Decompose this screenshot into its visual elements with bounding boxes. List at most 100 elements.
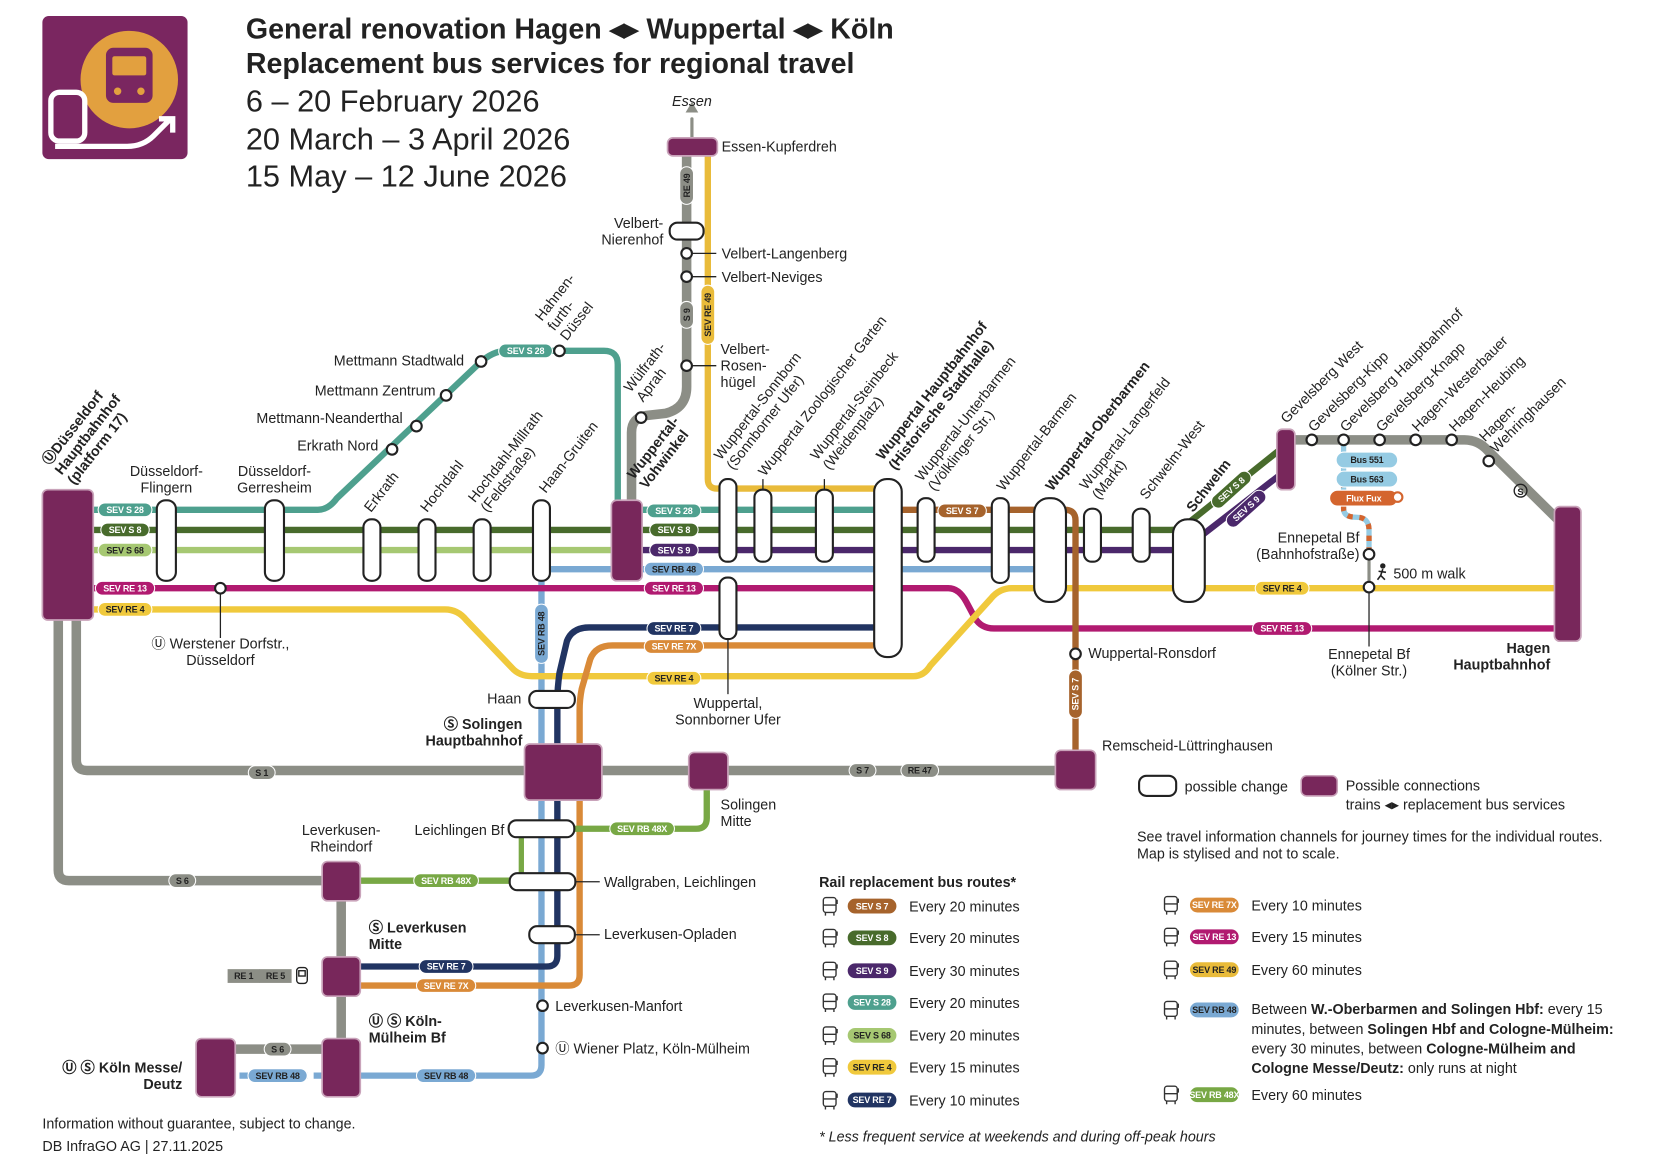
station-schwelm[interactable] (1171, 518, 1206, 604)
s6-line (53, 615, 346, 1068)
station-leverkusen-manfort[interactable] (536, 999, 549, 1013)
route-badge: SEV RE 4 (646, 670, 702, 686)
station-hagen-heubing[interactable] (1445, 433, 1459, 447)
station-essen-kupferdreh[interactable] (666, 137, 719, 157)
svg-text:RE 1: RE 1 (234, 971, 253, 981)
bus-icon (1163, 1000, 1179, 1020)
station-wuppertal-sonnborn[interactable] (718, 478, 738, 563)
route-badge: SEV S 28 (498, 343, 554, 359)
station-wuppertal-hbf[interactable] (873, 478, 903, 659)
station-wallgraben[interactable] (508, 872, 577, 892)
svg-text:SEV RE 13: SEV RE 13 (103, 583, 147, 593)
station-mettmann-neanderthal[interactable] (410, 419, 423, 433)
schedule-footnote: * Less frequent service at weekends and … (819, 1129, 1216, 1145)
sev-re49-line (704, 145, 892, 492)
station-solingen-mitte[interactable] (687, 751, 729, 791)
schedule-frequency: Every 20 minutes (909, 996, 1019, 1012)
station-erkrath-nord[interactable] (385, 443, 399, 456)
station-ennepetal-koelner[interactable] (1362, 580, 1376, 594)
svg-text:SEV RE 7X: SEV RE 7X (424, 981, 469, 991)
station-label-ennepetal-koelner: Ennepetal Bf(Kölner Str.) (1328, 647, 1410, 679)
route-badge: S 6 (168, 873, 197, 889)
station-gevelsberg-kipp[interactable] (1305, 433, 1319, 447)
schedule-frequency: Every 10 minutes (1251, 898, 1361, 914)
station-duesseldorf-flingern[interactable] (155, 499, 177, 582)
station-hochdahl[interactable] (417, 518, 437, 582)
svg-text:SEV RB 48: SEV RB 48 (424, 1071, 468, 1081)
sev-rb48-line (338, 577, 545, 1079)
svg-text:SEV RE 7: SEV RE 7 (655, 624, 694, 634)
station-velbert-langenberg[interactable] (680, 247, 693, 260)
station-hagen-hbf[interactable] (1553, 505, 1582, 643)
station-velbert-nierenhof[interactable] (668, 221, 705, 241)
station-haan-gruiten[interactable] (531, 499, 551, 582)
station-gevelsberg-west[interactable] (1275, 428, 1296, 491)
date-range-3: 15 May – 12 June 2026 (246, 159, 567, 194)
station-hochdahl-millrath[interactable] (472, 518, 492, 582)
bus-icon (822, 1090, 838, 1110)
station-duesseldorf-hbf[interactable] (41, 488, 95, 621)
route-badges: SEV S 28 SEV S 8 SEV S 68 SEV RE 13 SEV RE 4… (94, 166, 1404, 1084)
station-schwelm-west[interactable] (1131, 507, 1151, 563)
station-wuppertal-steinbeck[interactable] (814, 488, 834, 563)
station-wuppertal-barmen[interactable] (990, 497, 1010, 584)
station-label-koeln-muelheim: Ⓤ Ⓢ Köln-Mülheim Bf (369, 1012, 446, 1046)
svg-text:SEV RB 48X: SEV RB 48X (617, 824, 667, 834)
station-leverkusen-opladen[interactable] (528, 925, 576, 945)
train-icon (296, 966, 308, 985)
station-remscheid-luettringhausen[interactable] (1054, 749, 1097, 791)
station-haan[interactable] (528, 689, 576, 710)
station-gevelsberg-hbf[interactable] (1337, 433, 1350, 447)
station-mettmann-zentrum[interactable] (439, 389, 453, 402)
route-badge: SEV RE 7X (643, 639, 705, 654)
station-hagen-wehringhausen[interactable] (1482, 454, 1496, 468)
location-pin-icon (1391, 491, 1404, 503)
station-koeln-messe-deutz[interactable] (195, 1037, 237, 1098)
route-badge: SEV S 8 (100, 522, 150, 538)
station-wuelfrath-aprath[interactable] (634, 411, 648, 424)
route-badge (847, 1059, 897, 1075)
svg-text:SEV RB 48: SEV RB 48 (1192, 1005, 1236, 1015)
legend-possible-change-symbol (1138, 774, 1178, 797)
svg-text:SEV S 7: SEV S 7 (946, 506, 979, 516)
station-wuppertal-langerfeld[interactable] (1082, 507, 1102, 563)
station-velbert-rosenhuegel[interactable] (680, 359, 693, 373)
svg-text:SEV RB 48X: SEV RB 48X (1189, 1090, 1239, 1100)
station-werstener[interactable] (214, 581, 227, 595)
station-gevelsberg-knapp[interactable] (1373, 433, 1386, 447)
station-mettmann-stadtwald[interactable] (474, 355, 488, 368)
station-leverkusen-mitte[interactable] (321, 956, 362, 998)
station-erkrath[interactable] (362, 518, 382, 582)
svg-text:SEV S 8: SEV S 8 (109, 525, 142, 535)
station-label-velbert-neviges: Velbert-Neviges (722, 270, 823, 286)
station-ennepetal-bahnhofstr[interactable] (1362, 547, 1376, 561)
station-velbert-neviges[interactable] (680, 270, 693, 284)
svg-text:SEV RE 7: SEV RE 7 (427, 962, 466, 972)
route-badge: SEV S 68 (97, 542, 153, 558)
station-hahnenfurth[interactable] (553, 344, 566, 358)
station-wuppertal-sonnborner-ufer[interactable] (718, 576, 738, 641)
station-leverkusen-rheindorf[interactable] (321, 860, 362, 902)
svg-text:SEV S 68: SEV S 68 (853, 1031, 891, 1041)
station-wuppertal-ronsdorf[interactable] (1069, 647, 1082, 661)
station-wuppertal-vohwinkel[interactable] (610, 499, 643, 582)
station-hagen-westerbauer[interactable] (1409, 433, 1423, 447)
station-wiener-platz[interactable] (536, 1041, 549, 1055)
station-wuppertal-oberbarmen[interactable] (1033, 497, 1068, 604)
station-label-haan: Haan (487, 692, 521, 708)
station-koeln-muelheim[interactable] (321, 1037, 362, 1098)
stations: S (41, 137, 1582, 1098)
station-solingen-hbf[interactable] (523, 743, 603, 801)
route-badge (1189, 1002, 1239, 1018)
station-wuppertal-unterbarmen[interactable] (916, 497, 936, 563)
schedule-heading: Rail replacement bus routes* (819, 875, 1016, 891)
station-leichlingen[interactable] (507, 819, 576, 839)
route-badge: Bus 551 (1335, 451, 1399, 469)
svg-text:SEV RB 48: SEV RB 48 (537, 612, 547, 656)
station-wuppertal-zoo[interactable] (753, 488, 773, 563)
station-label-leverkusen-opladen: Leverkusen-Opladen (604, 927, 737, 943)
svg-text:Bus 563: Bus 563 (1350, 474, 1383, 484)
station-duesseldorf-gerresheim[interactable] (263, 499, 286, 582)
station-label-velbert-langenberg: Velbert-Langenberg (722, 247, 848, 263)
